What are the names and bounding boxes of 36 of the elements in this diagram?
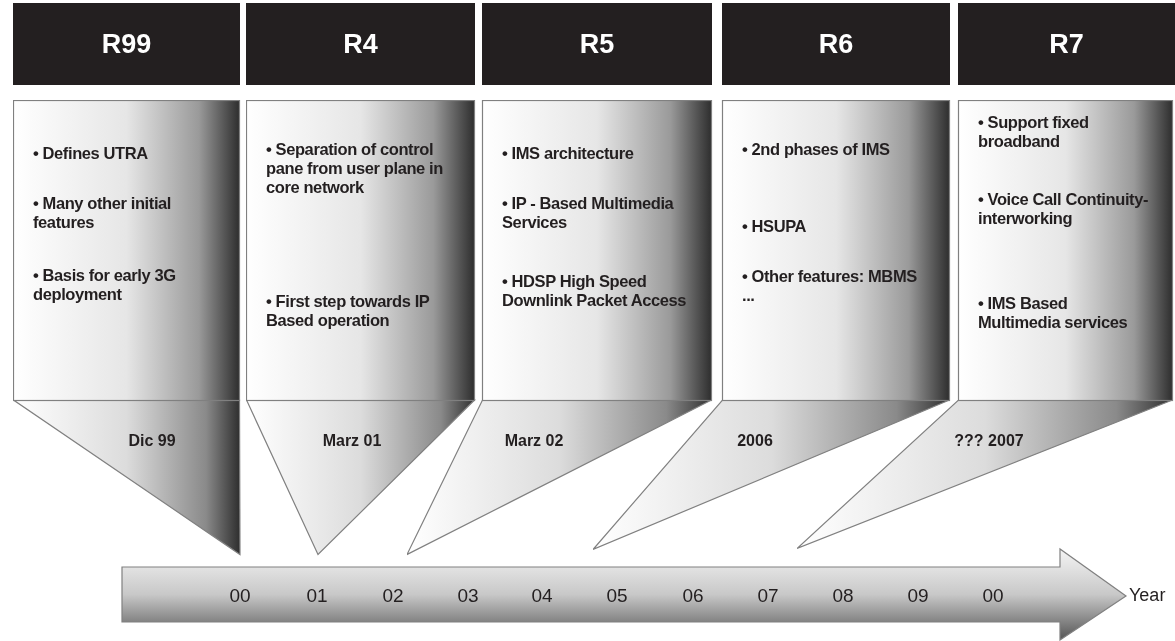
date-label: 2006	[737, 432, 773, 450]
release-header: R6	[722, 3, 950, 85]
date-label: ??? 2007	[954, 432, 1024, 450]
bullet-text: • Separation of control pane from user plane in core network	[266, 140, 444, 197]
year-tick-label: 04	[531, 585, 553, 607]
date-label: Marz 02	[504, 432, 564, 450]
axis-label: Year	[1129, 585, 1166, 606]
year-tick-label: 00	[229, 585, 251, 607]
date-label: Marz 01	[322, 432, 382, 450]
bullet-text: • IP - Based Multimedia Services	[502, 194, 675, 232]
year-tick-label: 02	[382, 585, 404, 607]
year-tick-label: 08	[832, 585, 854, 607]
year-tick-label: 00	[982, 585, 1004, 607]
bullet-text: • First step towards IP Based operation	[266, 292, 431, 330]
bullet-text: • 2nd phases of IMS	[742, 140, 891, 159]
bullet-text: • HDSP High Speed Downlink Packet Access	[502, 272, 688, 310]
year-tick-label: 03	[457, 585, 479, 607]
year-tick-label: 05	[606, 585, 628, 607]
bullet-text: • Voice Call Continuity-interworking	[978, 190, 1150, 228]
bullet-text: • Other features: MBMS ...	[742, 267, 918, 305]
year-tick-label: 07	[757, 585, 779, 607]
year-tick-label: 01	[306, 585, 328, 607]
date-label: Dic 99	[128, 432, 176, 450]
bullet-text: • Many other initial features	[33, 194, 173, 232]
bullet-text: • IMS architecture	[502, 144, 635, 163]
year-tick-label: 09	[907, 585, 929, 607]
release-header: R99	[13, 3, 240, 85]
bullet-text: • Support fixed broadband	[978, 113, 1090, 151]
bullet-text: • Defines UTRA	[33, 144, 149, 163]
bullet-text: • Basis for early 3G deployment	[33, 266, 177, 304]
bullet-text: • IMS Based Multimedia services	[978, 294, 1129, 332]
release-header: R4	[246, 3, 475, 85]
year-tick-label: 06	[682, 585, 704, 607]
bullet-text: • HSUPA	[742, 217, 808, 236]
release-header: R7	[958, 3, 1175, 85]
release-header: R5	[482, 3, 712, 85]
